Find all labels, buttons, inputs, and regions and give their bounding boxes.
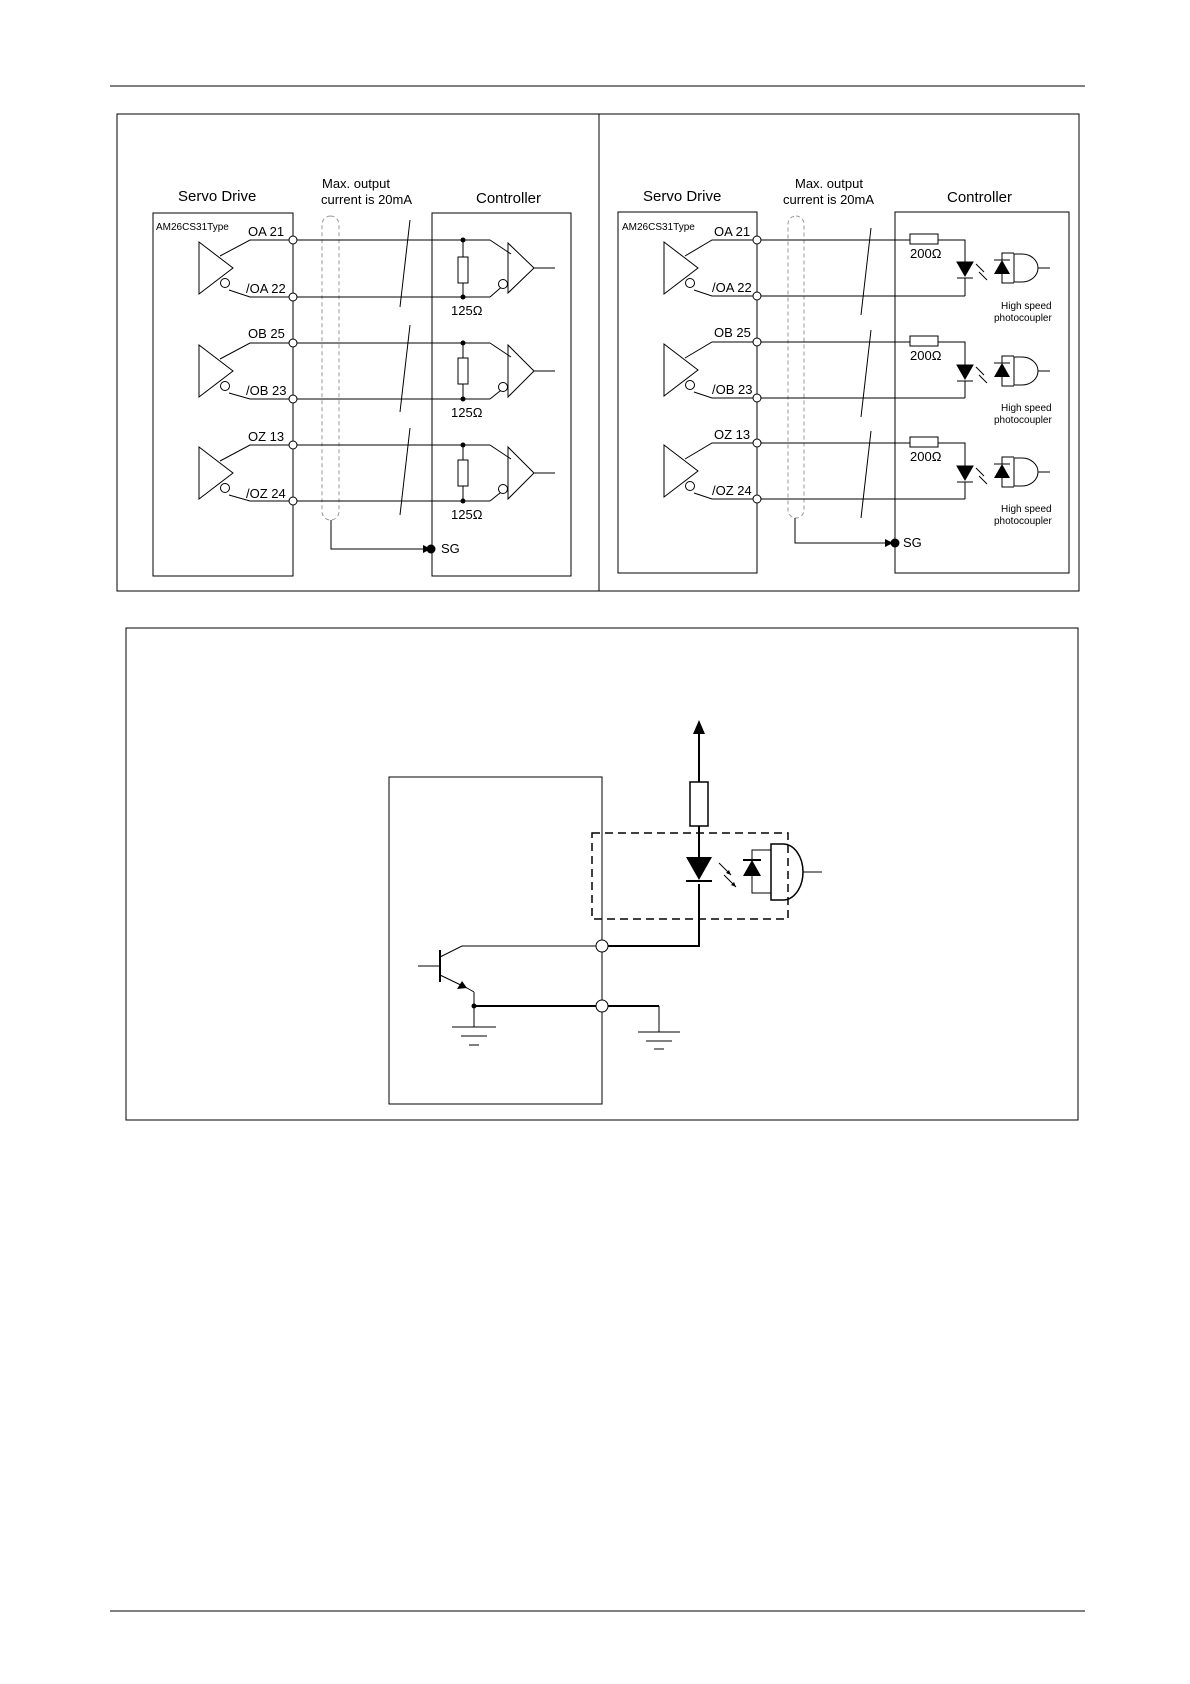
- shield-to-sg-wire: [330, 520, 431, 553]
- line-driver-b: [198, 343, 234, 399]
- coupler-label-a-line1: High speed: [1001, 301, 1052, 312]
- terminal-oz13: [288, 440, 298, 450]
- max-output-label-right-line1: Max. output: [795, 176, 863, 191]
- pin-label-right-oa22: /OA 22: [712, 280, 752, 295]
- terminal-oa21: [288, 235, 298, 245]
- terminal-collector: [595, 939, 609, 953]
- line-receiver-z: [507, 445, 535, 501]
- resistor-200-z: [909, 436, 939, 448]
- inverting-bubble-a: [220, 278, 230, 288]
- coupler-label-z-line1: High speed: [1001, 504, 1052, 515]
- coupler-label-b-line1: High speed: [1001, 403, 1052, 414]
- photocoupler-dashed-box: [591, 832, 789, 920]
- controller-label: Controller: [476, 190, 541, 207]
- resistor-label-right-b: 200Ω: [910, 348, 942, 363]
- pin-label-right-oz24: /OZ 24: [712, 483, 752, 498]
- controller-box: [431, 212, 572, 577]
- channel-z-left: OZ 13 /OZ 24 125Ω: [198, 427, 555, 522]
- termination-resistor-z: [457, 459, 469, 487]
- coupler-label-b-line2: photocoupler: [994, 415, 1052, 426]
- terminal-oa22: [288, 292, 298, 302]
- line-driver-z: [198, 445, 234, 501]
- collector-wire: [439, 945, 597, 958]
- controller-label-right: Controller: [947, 189, 1012, 206]
- coupler-label-a-line2: photocoupler: [994, 313, 1052, 324]
- sg-node: [426, 544, 436, 554]
- sg-label: SG: [441, 541, 460, 556]
- shielded-cable-right: [787, 215, 805, 519]
- resistor-label-a: 125Ω: [451, 303, 483, 318]
- emitter-arrow: [457, 981, 467, 989]
- line-driver-a: [198, 240, 234, 296]
- line-receiver-a: [507, 241, 535, 295]
- channel-b-right: OB 25 /OB 23 200Ω High speed photocouple…: [663, 325, 1052, 426]
- supply-arrow-icon: [693, 720, 705, 734]
- pin-label-oz13: OZ 13: [248, 429, 284, 444]
- servo-drive-label-right: Servo Drive: [643, 188, 721, 205]
- channel-b-left: OB 25 /OB 23 125Ω: [198, 324, 555, 420]
- pin-label-right-ob23: /OB 23: [712, 382, 752, 397]
- diagram-open-collector: [125, 627, 1079, 1121]
- pin-label-oz24: /OZ 24: [246, 486, 286, 501]
- terminal-ground: [595, 999, 609, 1013]
- servo-drive-label: Servo Drive: [178, 188, 256, 205]
- termination-resistor-a: [457, 256, 469, 284]
- cable-break-b: [399, 324, 411, 413]
- coupler-label-z-line2: photocoupler: [994, 516, 1052, 527]
- pin-label-right-ob25: OB 25: [714, 325, 751, 340]
- pin-label-right-oz13: OZ 13: [714, 427, 750, 442]
- pin-label-oa22: /OA 22: [246, 281, 286, 296]
- photocoupler-gate-b: [1013, 356, 1039, 386]
- max-output-label-line1: Max. output: [322, 176, 390, 191]
- resistor-200-a: [909, 233, 939, 245]
- resistor-label-b: 125Ω: [451, 405, 483, 420]
- pin-label-right-oa21: OA 21: [714, 224, 750, 239]
- pin-label-oa21: OA 21: [248, 224, 284, 239]
- pin-label-ob23: /OB 23: [246, 383, 286, 398]
- sg-node-right: [890, 538, 900, 548]
- resistor-200-b: [909, 335, 939, 347]
- channel-a-left: OA 21 /OA 22 125Ω: [198, 219, 555, 318]
- resistor-label-right-a: 200Ω: [910, 246, 942, 261]
- shield-to-sg-wire-right: [794, 518, 893, 547]
- drive-box-bottom: [388, 776, 603, 1105]
- photocoupler-gate: [770, 843, 804, 901]
- channel-z-right: OZ 13 /OZ 24 200Ω High speed photocouple…: [663, 427, 1052, 527]
- chip-type-label-right: AM26CS31Type: [622, 222, 695, 233]
- photocoupler-gate-a: [1013, 253, 1039, 283]
- sg-label-right: SG: [903, 535, 922, 550]
- controller-box-right: [894, 211, 1070, 574]
- photocoupler-gate-z: [1013, 457, 1039, 487]
- led-icon: [686, 857, 712, 880]
- resistor-label-z: 125Ω: [451, 507, 483, 522]
- diagram-frame-bottom: [125, 627, 1079, 1121]
- pin-label-ob25: OB 25: [248, 326, 285, 341]
- servo-drive-box-right: [617, 211, 758, 574]
- shielded-cable: [321, 215, 340, 521]
- terminal-oz24: [288, 496, 298, 506]
- cable-break-a: [399, 219, 411, 308]
- resistor-label-right-z: 200Ω: [910, 449, 942, 464]
- max-output-label-line2: current is 20mA: [321, 192, 412, 207]
- pullup-resistor: [689, 781, 709, 827]
- diagram-line-receiver: Servo Drive Max. output current is 20mA …: [116, 113, 600, 592]
- line-receiver-b: [507, 343, 535, 399]
- cable-break-z: [399, 427, 411, 516]
- max-output-label-right-line2: current is 20mA: [783, 192, 874, 207]
- diagram-frame-right: [598, 113, 1080, 592]
- chip-type-label: AM26CS31Type: [156, 222, 229, 233]
- diagram-photocoupler: Servo Drive Max. output current is 20mA …: [598, 113, 1080, 592]
- terminal-ob23: [288, 394, 298, 404]
- terminal-ob25: [288, 338, 298, 348]
- channel-a-right: OA 21 /OA 22 200Ω High speed photocouple…: [663, 224, 1052, 324]
- termination-resistor-b: [457, 357, 469, 385]
- photodiode-icon: [743, 860, 761, 876]
